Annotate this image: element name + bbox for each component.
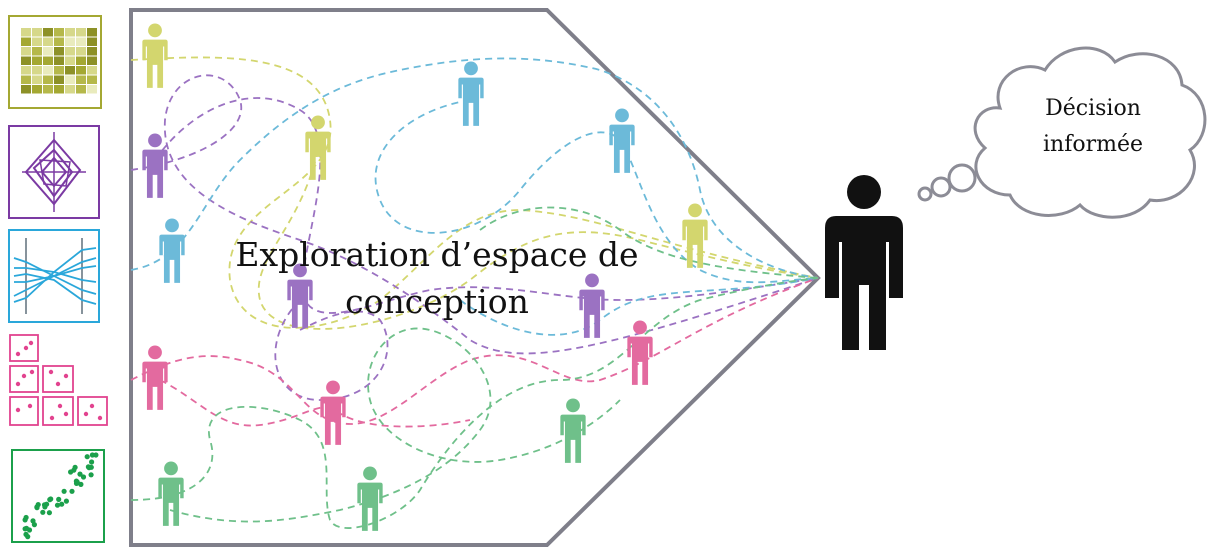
heatmap-cell bbox=[54, 66, 64, 75]
heatmap-cell bbox=[54, 75, 64, 84]
heatmap-cell bbox=[21, 28, 31, 37]
scatter-dot bbox=[78, 481, 84, 487]
heatmap-cell bbox=[87, 28, 97, 37]
scatter-dot bbox=[89, 459, 95, 465]
heatmap-cell bbox=[65, 47, 75, 56]
heatmap-cell bbox=[32, 37, 42, 46]
heatmap-cell bbox=[87, 75, 97, 84]
scatter-dot bbox=[23, 514, 29, 521]
heatmap-cell bbox=[21, 47, 31, 56]
exploration-label-line1: Exploration d’espace de bbox=[235, 235, 638, 274]
heatmap-cell bbox=[43, 28, 53, 37]
scatter-dot bbox=[26, 527, 33, 533]
heatmap-cell bbox=[43, 85, 53, 94]
heatmap-cell bbox=[54, 37, 64, 46]
scatter-dot bbox=[59, 501, 65, 507]
heatmap-cell bbox=[43, 56, 53, 65]
decision-label-line2: informée bbox=[1043, 132, 1143, 157]
scatter-dot bbox=[88, 472, 94, 478]
scatter-dot bbox=[72, 464, 78, 470]
heatmap-cell bbox=[43, 75, 53, 84]
heatmap-cell bbox=[76, 37, 86, 46]
heatmap-cell bbox=[43, 37, 53, 46]
heatmap-cell bbox=[32, 28, 42, 37]
scatter-dot bbox=[68, 469, 74, 475]
heatmap-cell bbox=[43, 47, 53, 56]
heatmap-cell bbox=[76, 47, 86, 56]
scatter-dot bbox=[46, 510, 53, 516]
heatmap-cell bbox=[76, 66, 86, 75]
heatmap-cell bbox=[65, 75, 75, 84]
scatter-dot bbox=[84, 454, 90, 460]
heatmap-cell bbox=[65, 66, 75, 75]
heatmap-cell bbox=[21, 85, 31, 94]
scatter-dot bbox=[89, 452, 95, 458]
heatmap-cell bbox=[87, 47, 97, 56]
exploration-label-line2: conception bbox=[345, 282, 529, 321]
scatter-dot bbox=[56, 496, 62, 502]
scatterplot-matrix-icon bbox=[9, 334, 108, 426]
scatter-dot bbox=[80, 474, 87, 480]
scatter-dot bbox=[23, 531, 29, 538]
scatter-dot bbox=[30, 518, 36, 524]
scatter-dot bbox=[63, 498, 69, 504]
heatmap-cell bbox=[65, 56, 75, 65]
scatter-dot bbox=[47, 497, 53, 503]
scatter-dot bbox=[54, 502, 61, 508]
decision-label-line1: Décision bbox=[1045, 96, 1141, 121]
scatter-dot bbox=[61, 488, 67, 494]
heatmap-cell bbox=[65, 85, 75, 94]
heatmap-cell bbox=[32, 66, 42, 75]
scatter-dot bbox=[85, 464, 91, 470]
heatmap-cell bbox=[54, 47, 64, 56]
heatmap-cell bbox=[87, 66, 97, 75]
heatmap-cell bbox=[43, 66, 53, 75]
heatmap-matrix-icon bbox=[8, 15, 102, 109]
heatmap-cell bbox=[54, 56, 64, 65]
decision-maker-figure bbox=[825, 175, 903, 350]
heatmap-cell bbox=[21, 37, 31, 46]
heatmap-cell bbox=[76, 28, 86, 37]
heatmap-cell bbox=[32, 75, 42, 84]
heatmap-cell bbox=[65, 37, 75, 46]
heatmap-cell bbox=[76, 56, 86, 65]
scatter-dot bbox=[69, 488, 75, 494]
heatmap-cell bbox=[54, 85, 64, 94]
heatmap-cell bbox=[87, 56, 97, 65]
heatmap-cell bbox=[76, 85, 86, 94]
heatmap-cell bbox=[32, 56, 42, 65]
heatmap-cell bbox=[21, 66, 31, 75]
thought-cloud bbox=[917, 46, 1207, 219]
heatmap-cell bbox=[54, 28, 64, 37]
parallel-coordinates-icon bbox=[8, 229, 100, 323]
heatmap-cell bbox=[87, 37, 97, 46]
scatter-dot bbox=[77, 471, 83, 477]
heatmap-cell bbox=[87, 85, 97, 94]
heatmap-cell bbox=[65, 28, 75, 37]
heatmap-cell bbox=[21, 75, 31, 84]
scatter-dot bbox=[40, 509, 46, 515]
heatmap-cell bbox=[76, 75, 86, 84]
scatter-dot bbox=[44, 501, 50, 507]
scatter-dot bbox=[73, 480, 80, 486]
scatterplot-icon bbox=[11, 449, 105, 543]
radar-chart-icon bbox=[8, 125, 100, 219]
legend-icons bbox=[8, 15, 108, 543]
heatmap-cell bbox=[32, 85, 42, 94]
heatmap-cell bbox=[32, 47, 42, 56]
scatter-dot bbox=[34, 505, 40, 511]
heatmap-cell bbox=[21, 56, 31, 65]
